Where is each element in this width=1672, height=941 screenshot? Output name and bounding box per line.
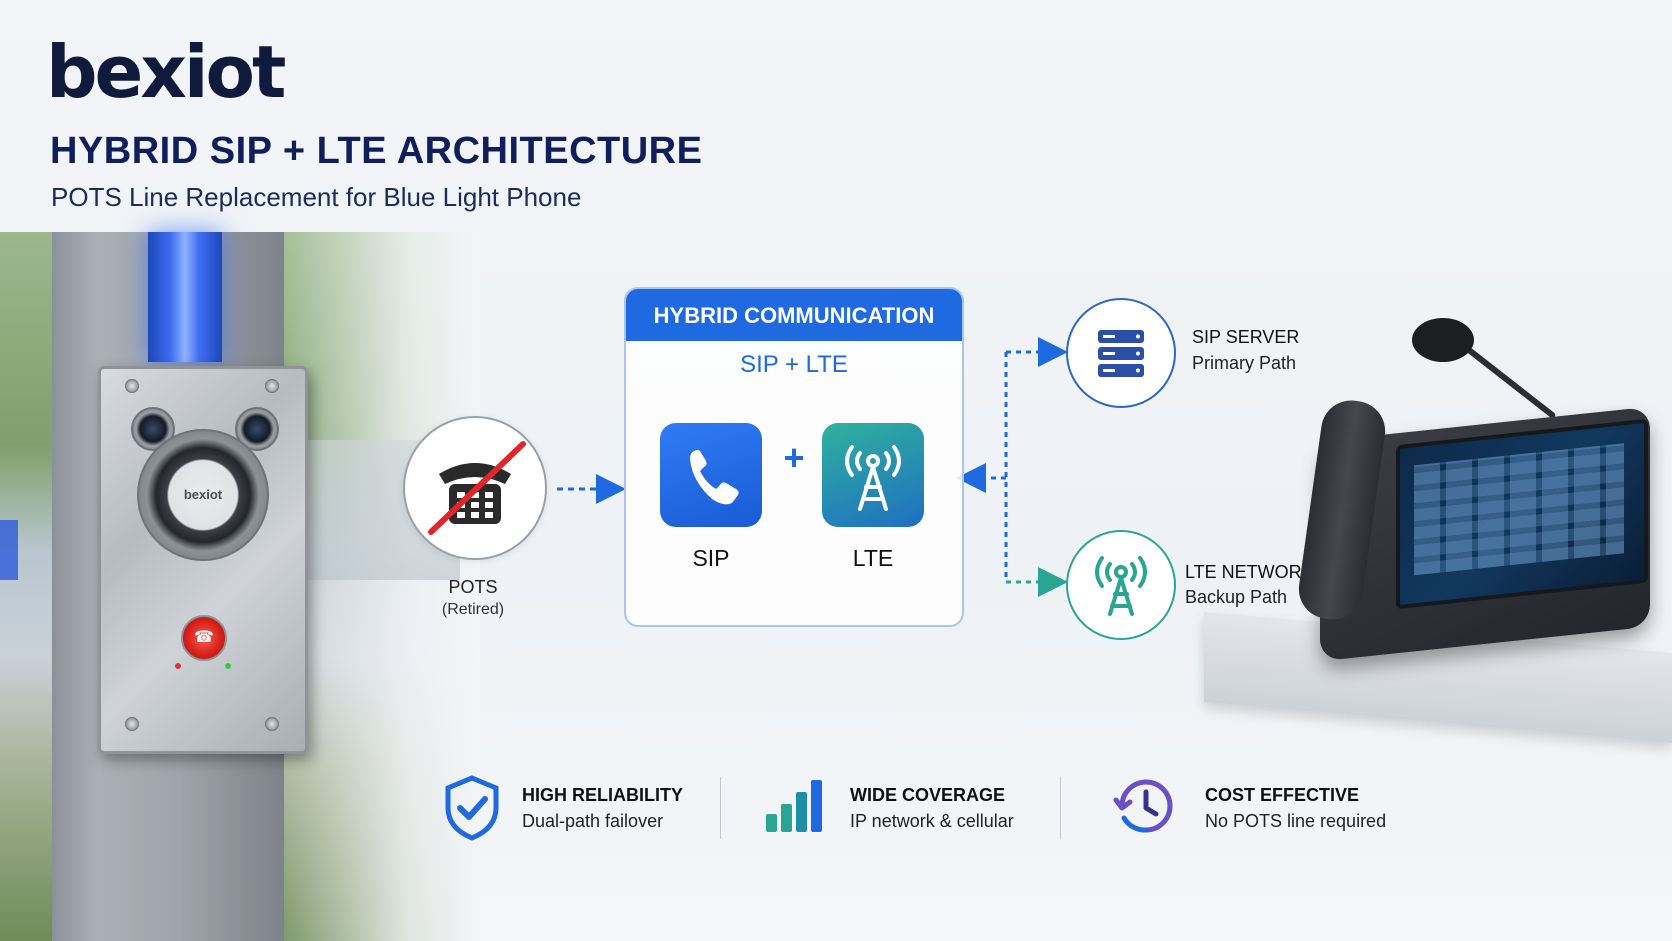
sip-server-node (1066, 298, 1176, 408)
sip-server-title: SIP SERVER (1192, 327, 1300, 347)
cell-tower-icon (845, 445, 901, 511)
microphone-icon (1412, 318, 1474, 362)
lte-tile (822, 423, 924, 527)
status-led-red (175, 663, 181, 669)
background-blue-sign (0, 520, 18, 580)
lte-network-title: LTE NETWORK (1185, 562, 1314, 582)
pots-label: POTS (448, 577, 498, 597)
blue-light-beacon (148, 232, 222, 362)
phone-handset-icon (690, 450, 739, 505)
desk-phone-screen (1396, 418, 1648, 610)
hybrid-header: HYBRID COMMUNICATION (626, 289, 962, 341)
feature-subtitle-coverage: IP network & cellular (850, 811, 1014, 831)
screw-icon (125, 717, 139, 731)
emergency-intercom-panel: bexiot ☎ (98, 366, 308, 754)
server-stack-icon (1098, 330, 1144, 377)
retired-telephone-icon (428, 441, 526, 535)
shield-check-icon (445, 775, 499, 841)
screw-icon (265, 379, 279, 393)
screw-icon (265, 717, 279, 731)
emergency-call-button[interactable]: ☎ (181, 615, 227, 661)
speaker-logo: bexiot (183, 487, 223, 502)
pots-status: (Retired) (441, 601, 505, 618)
feature-title-cost: COST EFFECTIVE (1205, 785, 1360, 805)
pots-node (403, 416, 547, 560)
lte-label: LTE (852, 545, 894, 571)
speaker-grille: bexiot (137, 429, 269, 561)
lte-network-subtitle: Backup Path (1185, 587, 1288, 607)
feature-divider (1060, 777, 1061, 839)
brand-logo: bexiot (46, 30, 286, 114)
call-wave-icon: ☎ (194, 629, 214, 646)
page-subtitle: POTS Line Replacement for Blue Light Pho… (51, 182, 582, 212)
signal-bars-icon (766, 780, 822, 832)
sip-tile (660, 423, 762, 527)
sip-server-subtitle: Primary Path (1192, 353, 1297, 373)
hybrid-subtitle: SIP + LTE (740, 351, 848, 378)
feature-title-reliability: HIGH RELIABILITY (522, 785, 683, 805)
status-led-green (225, 663, 231, 669)
sip-label: SIP (692, 545, 730, 571)
lte-network-node (1066, 530, 1176, 640)
feature-subtitle-cost: No POTS line required (1205, 811, 1387, 831)
camera-lens-right (235, 407, 279, 451)
lte-tower-icon (1095, 556, 1147, 616)
hybrid-communication-box: HYBRID COMMUNICATION SIP + LTE + SIP LTE (624, 287, 964, 627)
screw-icon (125, 379, 139, 393)
page-title: HYBRID SIP + LTE ARCHITECTURE (50, 130, 703, 172)
screen-button-grid (1414, 443, 1624, 576)
plus-sign: + (783, 437, 805, 478)
clock-cycle-icon (1113, 779, 1173, 833)
feature-title-coverage: WIDE COVERAGE (850, 785, 1006, 805)
feature-subtitle-reliability: Dual-path failover (522, 811, 664, 831)
feature-divider (720, 777, 721, 839)
